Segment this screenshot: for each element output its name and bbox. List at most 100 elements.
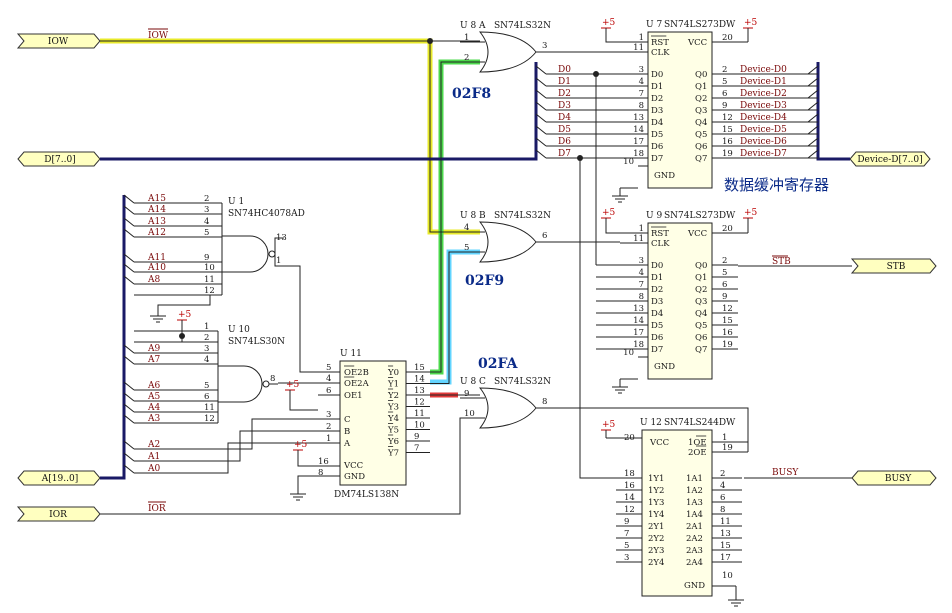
pin-name: Q2 [695, 285, 707, 295]
svg-text:D[7..0]: D[7..0] [44, 155, 75, 165]
chip-body [647, 31, 713, 189]
pin-name: C [344, 415, 351, 425]
busy-net-label: BUSY [772, 468, 799, 478]
chip-part: DM74LS138N [334, 490, 399, 500]
bus-entry [807, 101, 819, 111]
pin-number: 14 [624, 493, 635, 503]
pin-number: 12 [204, 414, 215, 424]
pin-number: 5 [204, 381, 209, 391]
port-ior[interactable]: IOR [16, 506, 101, 522]
pin-name: D7 [651, 345, 663, 355]
pin-name: 2A2 [686, 534, 703, 544]
bus-entry [535, 101, 547, 111]
pin-number: 16 [318, 457, 329, 467]
gate-part: SN74LS32N [494, 21, 551, 31]
pin-number: 5 [326, 363, 331, 373]
pin-number: 6 [722, 280, 727, 290]
pin-number: 1 [276, 256, 281, 266]
pin-number: 4 [720, 481, 725, 491]
input-net-label: A7 [147, 355, 160, 365]
pin-number: 9 [204, 253, 209, 263]
pin-name: 2A3 [686, 546, 703, 556]
svg-text:STB: STB [887, 262, 906, 272]
vcc-label: +5 [602, 208, 616, 218]
y1-net [430, 251, 480, 384]
bus-entry [123, 381, 135, 391]
bus-entry [807, 89, 819, 99]
port-d[interactable]: D[7..0] [17, 151, 101, 167]
chip-part: SN74LS273DW [664, 211, 736, 221]
vcc-wire [297, 458, 340, 467]
gnd-pin-name: GND [654, 171, 675, 181]
iow-junction [427, 38, 433, 44]
pin-number: 2 [720, 469, 725, 479]
pin-name: 1OE [688, 438, 707, 448]
pin-number: 2 [464, 53, 469, 63]
chip-body [641, 429, 713, 597]
gate-ref: U 8 A [460, 21, 486, 31]
bus-entry [123, 217, 135, 227]
pin-name: Q1 [695, 82, 707, 92]
gnd-pin-name: GND [654, 362, 675, 372]
y0-net [430, 61, 480, 373]
pin-name: 2Y1 [648, 522, 664, 532]
pin-number: 6 [542, 231, 547, 241]
addr-02f9: 02F9 [465, 273, 504, 289]
output-net-label: Device-D2 [740, 89, 787, 99]
or-body [478, 387, 537, 429]
input-net-label: A13 [147, 217, 166, 227]
gate-ref: U 10 [228, 325, 250, 335]
vcc-label: +5 [178, 310, 192, 320]
pin-name: D2 [651, 94, 663, 104]
pin-name: 2A1 [686, 522, 703, 532]
pin-name: OE1 [344, 391, 363, 401]
gate-part: SN74LS30N [228, 337, 285, 347]
pin-number: 16 [722, 137, 733, 147]
or-body [478, 221, 537, 263]
pin-number: 17 [720, 553, 731, 563]
pin-name: Q7 [695, 345, 707, 355]
addr-02f8: 02F8 [452, 86, 491, 102]
bus-entry [807, 149, 819, 159]
port-device-d[interactable]: Device-D[7..0] [849, 151, 931, 167]
pin-number: 9 [464, 389, 469, 399]
abc-net [134, 418, 318, 450]
pin-number: 1 [464, 33, 469, 43]
input-net-label: A11 [147, 253, 166, 263]
pin-number: 2 [204, 194, 209, 204]
nand-body [221, 235, 269, 273]
bus-entry [807, 77, 819, 87]
data-net-label: D4 [558, 113, 571, 123]
port-iow[interactable]: IOW [16, 33, 101, 49]
pin-name: D1 [651, 273, 663, 283]
pin-number: 9 [722, 101, 727, 111]
pin-number: 20 [722, 33, 733, 43]
bus-entry [123, 414, 135, 424]
pin-number: 11 [414, 409, 425, 419]
pin-name: OE2B [344, 368, 369, 378]
pin-name: D7 [651, 154, 663, 164]
pin-name: Q4 [695, 309, 707, 319]
gate-ref: U 8 B [460, 211, 486, 221]
gate-part: SN74HC4078AD [228, 209, 305, 219]
pin-number: 8 [639, 101, 644, 111]
bus-entry [123, 403, 135, 413]
iow-drop [429, 41, 480, 233]
pin-number: 10 [623, 348, 634, 358]
pin-number: 1 [639, 33, 644, 43]
data-net-label: D3 [558, 101, 571, 111]
pin-number: 8 [720, 505, 725, 515]
svg-text:Device-D[7..0]: Device-D[7..0] [857, 155, 922, 165]
pin-name: 2OE [688, 448, 707, 458]
pin-name: D2 [651, 285, 663, 295]
pin-name: Q5 [695, 130, 707, 140]
port-busy[interactable]: BUSY [851, 470, 937, 486]
port-a[interactable]: A[19..0] [17, 470, 101, 486]
out13 [274, 237, 284, 254]
pin-number: 1 [326, 434, 331, 444]
pin-number: 10 [464, 409, 475, 419]
port-stb[interactable]: STB [850, 258, 937, 274]
pin-name: A [343, 439, 351, 449]
